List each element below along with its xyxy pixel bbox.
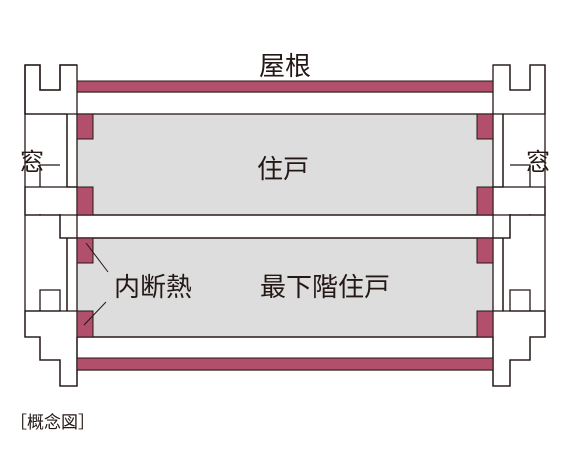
- insulation-layers: [76, 80, 494, 371]
- left-insulation-3: [76, 237, 94, 264]
- left-insulation-2: [76, 186, 94, 216]
- upper-dwelling-room: [76, 113, 494, 216]
- caption-label: ［概念図］: [10, 412, 95, 433]
- right-insulation-4: [476, 310, 494, 338]
- bottom-dwelling-label: 最下階住戸: [260, 273, 390, 303]
- bottom-slab-insulation: [76, 357, 494, 371]
- left-bracket-lines: [24, 64, 78, 387]
- roof-insulation: [76, 80, 494, 93]
- dwelling-label: 住戸: [257, 155, 309, 185]
- window-right-label: 窓: [526, 148, 550, 176]
- right-bracket-lines: [492, 64, 546, 387]
- insulation-label: 内断熱: [114, 273, 192, 303]
- right-insulation-2: [476, 186, 494, 216]
- bottom-dwelling-room: [76, 237, 494, 338]
- window-left-label: 窓: [20, 148, 44, 176]
- left-insulation-1: [76, 113, 94, 140]
- insulation-leader-lines: [83, 242, 109, 326]
- right-insulation-1: [476, 113, 494, 140]
- roof-label: 屋根: [259, 52, 311, 82]
- right-insulation-3: [476, 237, 494, 264]
